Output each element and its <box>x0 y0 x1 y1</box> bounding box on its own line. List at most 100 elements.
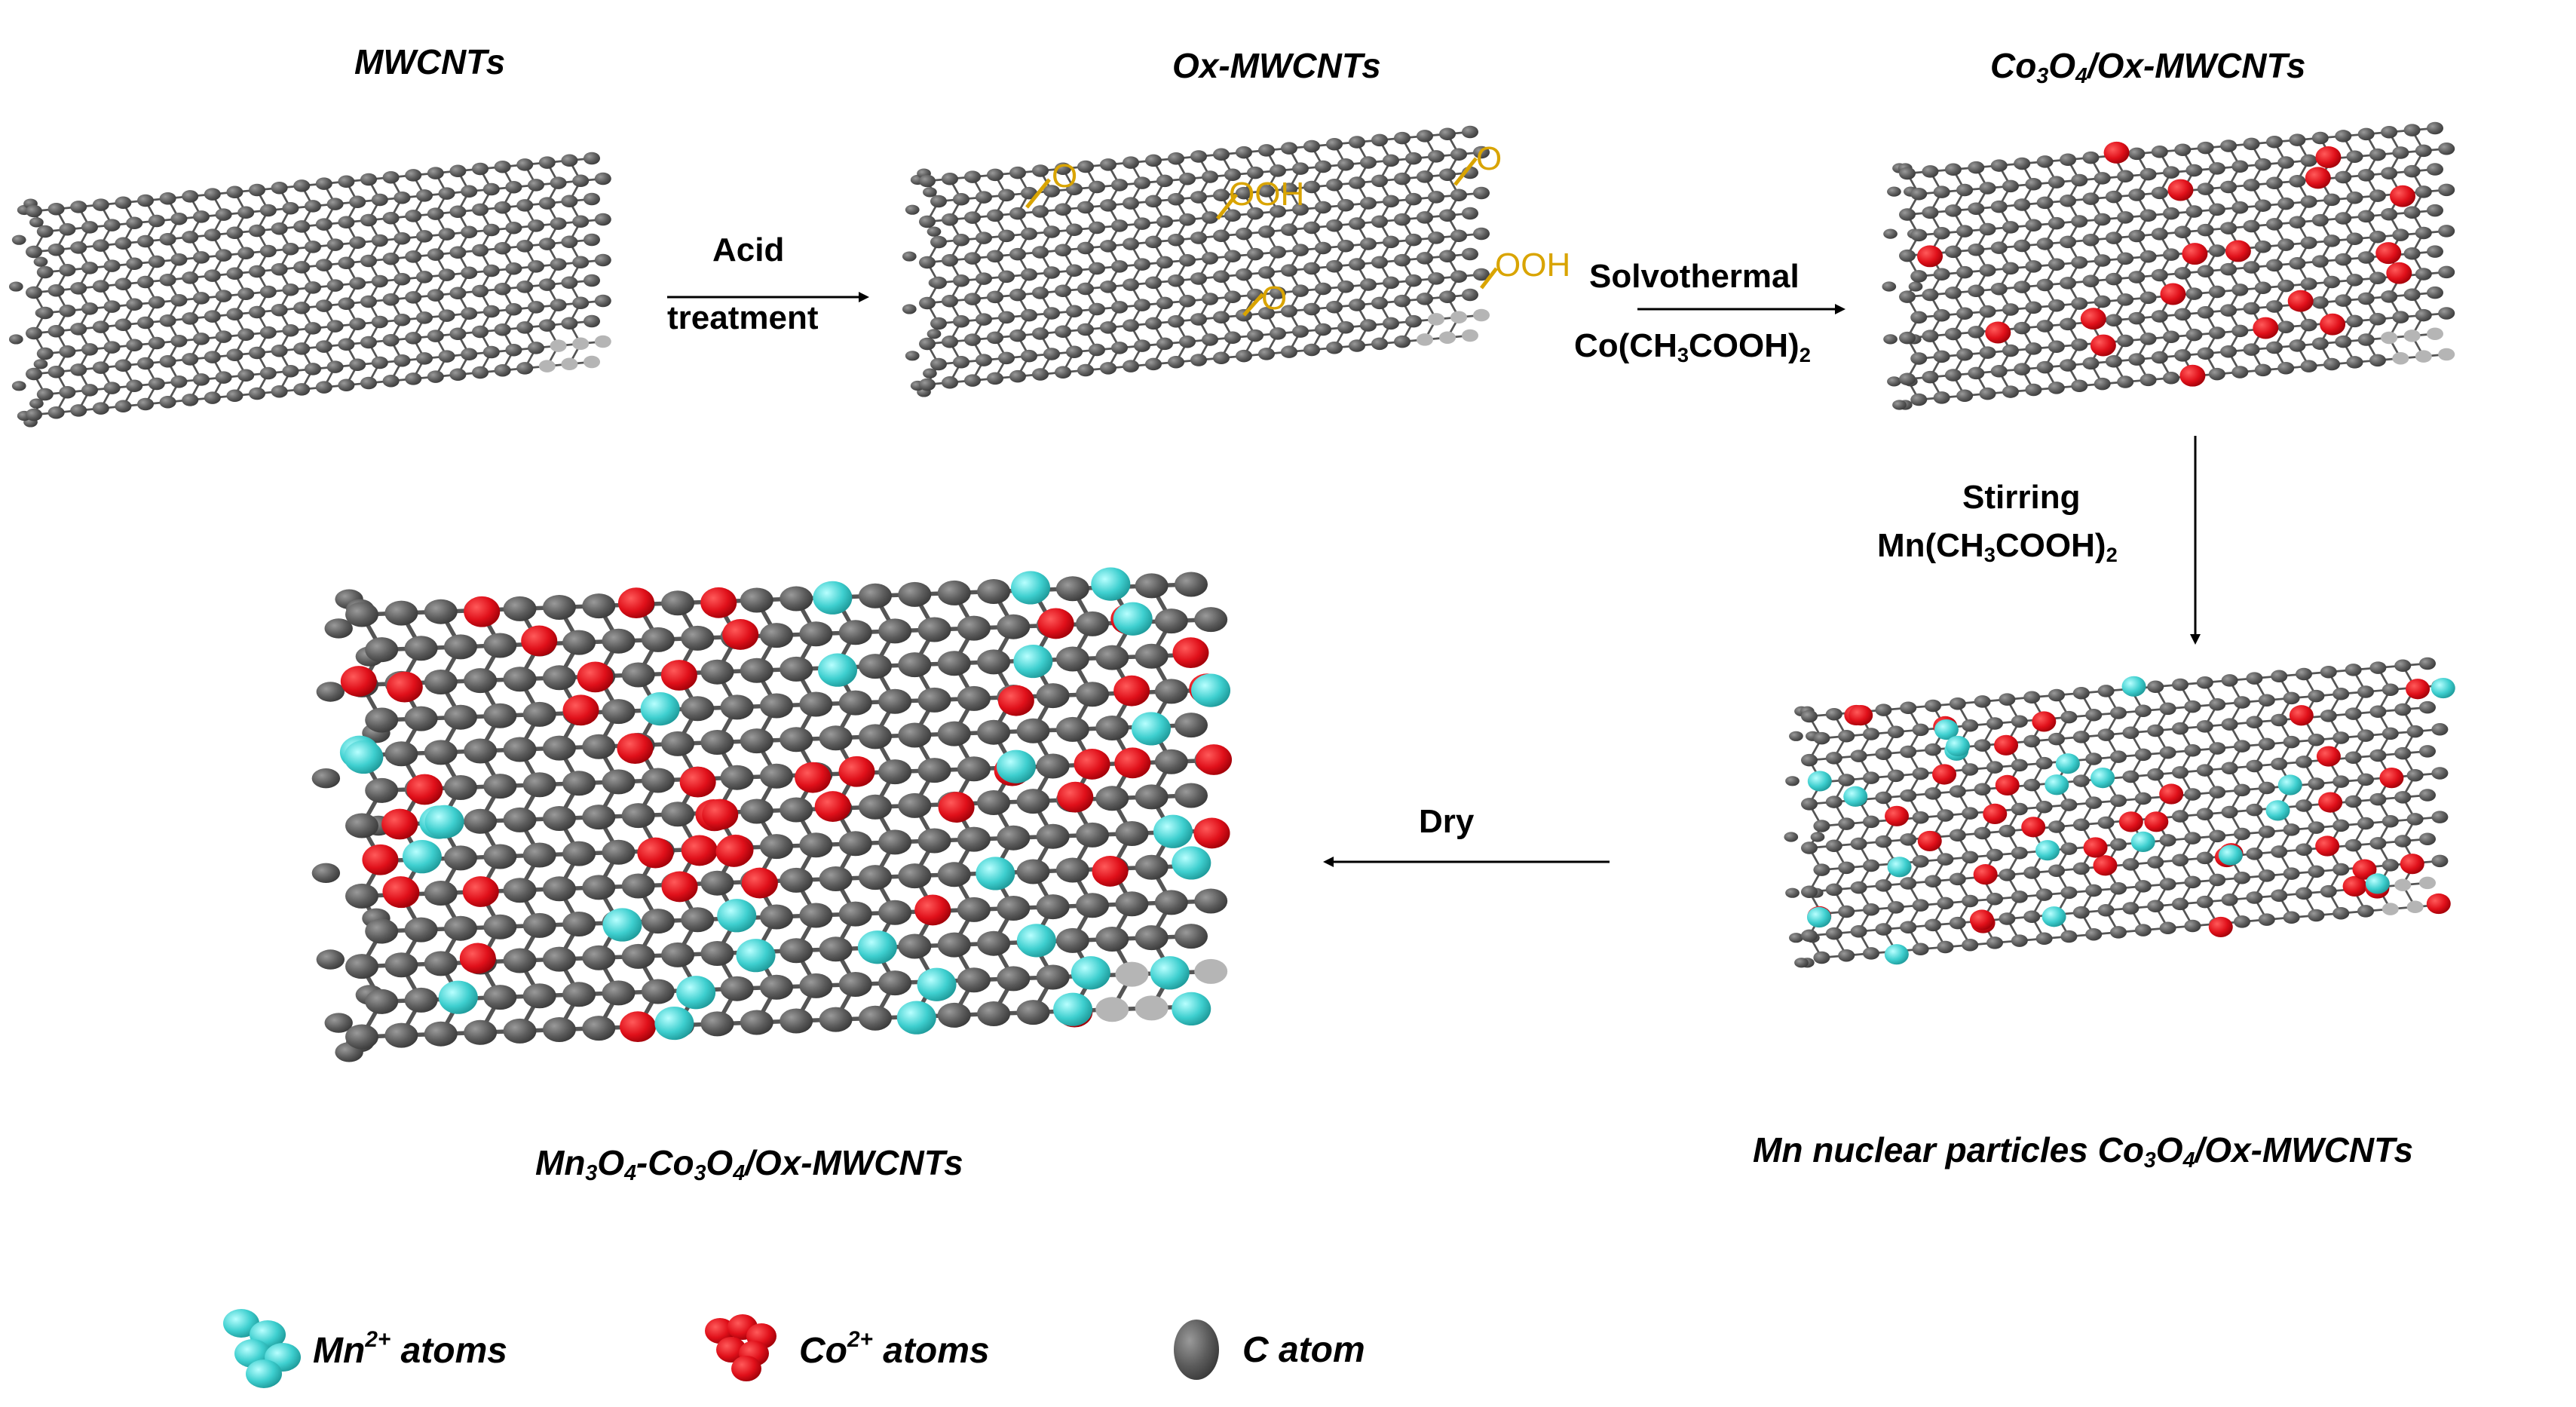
manganese-atom <box>1013 644 1053 679</box>
carbon-atom <box>1962 938 1979 952</box>
carbon-atom <box>103 259 121 272</box>
carbon-atom <box>838 690 872 716</box>
carbon-atom <box>2174 143 2192 156</box>
carbon-atom <box>2220 345 2238 358</box>
carbon-atom <box>2357 333 2375 346</box>
carbon-atom <box>1190 354 1207 366</box>
carbon-atom <box>1801 885 1818 898</box>
carbon-atom <box>137 275 154 289</box>
carbon-atom <box>2134 880 2152 893</box>
carbon-atom <box>2105 354 2122 368</box>
carbon-atom <box>937 932 971 958</box>
carbon-atom <box>1303 343 1320 357</box>
carbon-atom <box>957 685 991 711</box>
carbon-atom <box>562 911 596 936</box>
carbon-atom <box>326 320 344 333</box>
carbon-atom <box>1055 646 1089 672</box>
cobalt-atom <box>386 671 423 703</box>
carbon-atoms <box>919 125 1490 391</box>
cobalt-atom <box>2305 167 2331 189</box>
carbon-atom <box>2060 930 2078 943</box>
manganese-atom <box>2042 906 2066 927</box>
carbon-atom <box>1123 319 1139 332</box>
carbon-atom <box>360 254 377 268</box>
lattice-path <box>1808 662 2440 959</box>
carbon-atom <box>137 316 154 330</box>
carbon-atom <box>2234 783 2250 797</box>
carbon-atom <box>1962 807 1979 820</box>
carbon-atom <box>2381 167 2398 180</box>
manganese-atom <box>1887 857 1912 878</box>
carbon-atom <box>1417 211 1433 224</box>
carbon-atom <box>2085 796 2103 809</box>
carbon-atom <box>259 285 277 299</box>
carbon-atom <box>461 225 478 239</box>
carbon-atom <box>1111 179 1128 192</box>
carbon-atom <box>259 204 277 217</box>
manganese-atom-icon <box>246 1359 282 1388</box>
carbon-atom <box>505 180 522 194</box>
carbon-atom <box>1326 342 1343 354</box>
carbon-atom <box>11 234 26 245</box>
carbon-atom <box>2381 290 2398 303</box>
carbon-atom <box>59 263 76 277</box>
carbon-atom <box>148 377 165 391</box>
carbon-atom <box>2419 657 2436 670</box>
carbon-atom <box>780 867 813 893</box>
carbon-atom <box>2094 213 2111 226</box>
carbon-atom <box>338 297 355 311</box>
carbon-atom <box>1810 832 1825 842</box>
carbon-atom <box>237 287 255 301</box>
carbon-atom <box>2209 742 2226 755</box>
cobalt-atom <box>1983 803 2008 825</box>
carbon-atom <box>482 223 500 237</box>
manganese-atom <box>996 749 1036 783</box>
carbon-atom <box>271 222 288 235</box>
cobalt-atom <box>2287 290 2314 312</box>
carbon-atom <box>1303 180 1320 194</box>
cobalt-atom <box>2179 364 2206 387</box>
carbon-atom <box>2335 253 2352 266</box>
carbon-atom <box>365 777 399 803</box>
cobalt-atom <box>2352 859 2377 880</box>
carbon-atom <box>405 210 422 222</box>
carbon-atom <box>917 687 951 713</box>
carbon-atom <box>182 394 199 406</box>
carbon-atom <box>1055 325 1071 338</box>
carbon-atom <box>1933 350 1950 363</box>
carbon-atom <box>1383 276 1399 290</box>
carbon-atom <box>1135 643 1169 669</box>
cobalt-atom <box>2390 185 2416 207</box>
carbon-atom <box>2117 252 2134 265</box>
title-ox-mwcnts: Ox-MWCNTs <box>1172 46 1381 85</box>
carbon-atom <box>953 193 969 206</box>
carbon-atom <box>2196 851 2213 865</box>
manganese-atoms <box>1806 676 2455 965</box>
carbon-atom <box>2369 230 2386 244</box>
carbon-atom <box>2231 160 2249 173</box>
carbon-atom <box>2406 813 2424 826</box>
carbon-atom <box>472 203 489 216</box>
carbon-atom <box>2072 731 2090 743</box>
carbon-atom <box>2277 197 2295 210</box>
carbon-atom <box>405 332 422 345</box>
carbon-atom <box>1473 146 1490 159</box>
carbon-atom <box>371 315 388 329</box>
carbon-atom <box>1925 699 1941 713</box>
carbon-atom <box>1417 170 1433 183</box>
carbon-atom <box>2394 703 2412 716</box>
cobalt-atom <box>2032 711 2057 732</box>
carbon-atom <box>1194 888 1228 914</box>
carbon-atom <box>1194 607 1228 633</box>
carbon-atom <box>443 775 477 801</box>
carbon-atom <box>2172 810 2189 823</box>
carbon-atom <box>1292 203 1309 216</box>
cobalt-atom <box>1917 245 1943 268</box>
carbon-atom <box>503 878 537 903</box>
carbon-atom <box>1394 213 1411 226</box>
carbon-atom <box>2221 805 2238 819</box>
carbon-atom <box>1899 167 1916 180</box>
carbon-atom <box>193 292 210 305</box>
carbon-atom <box>1956 265 1974 279</box>
carbon-atom <box>977 1001 1011 1027</box>
